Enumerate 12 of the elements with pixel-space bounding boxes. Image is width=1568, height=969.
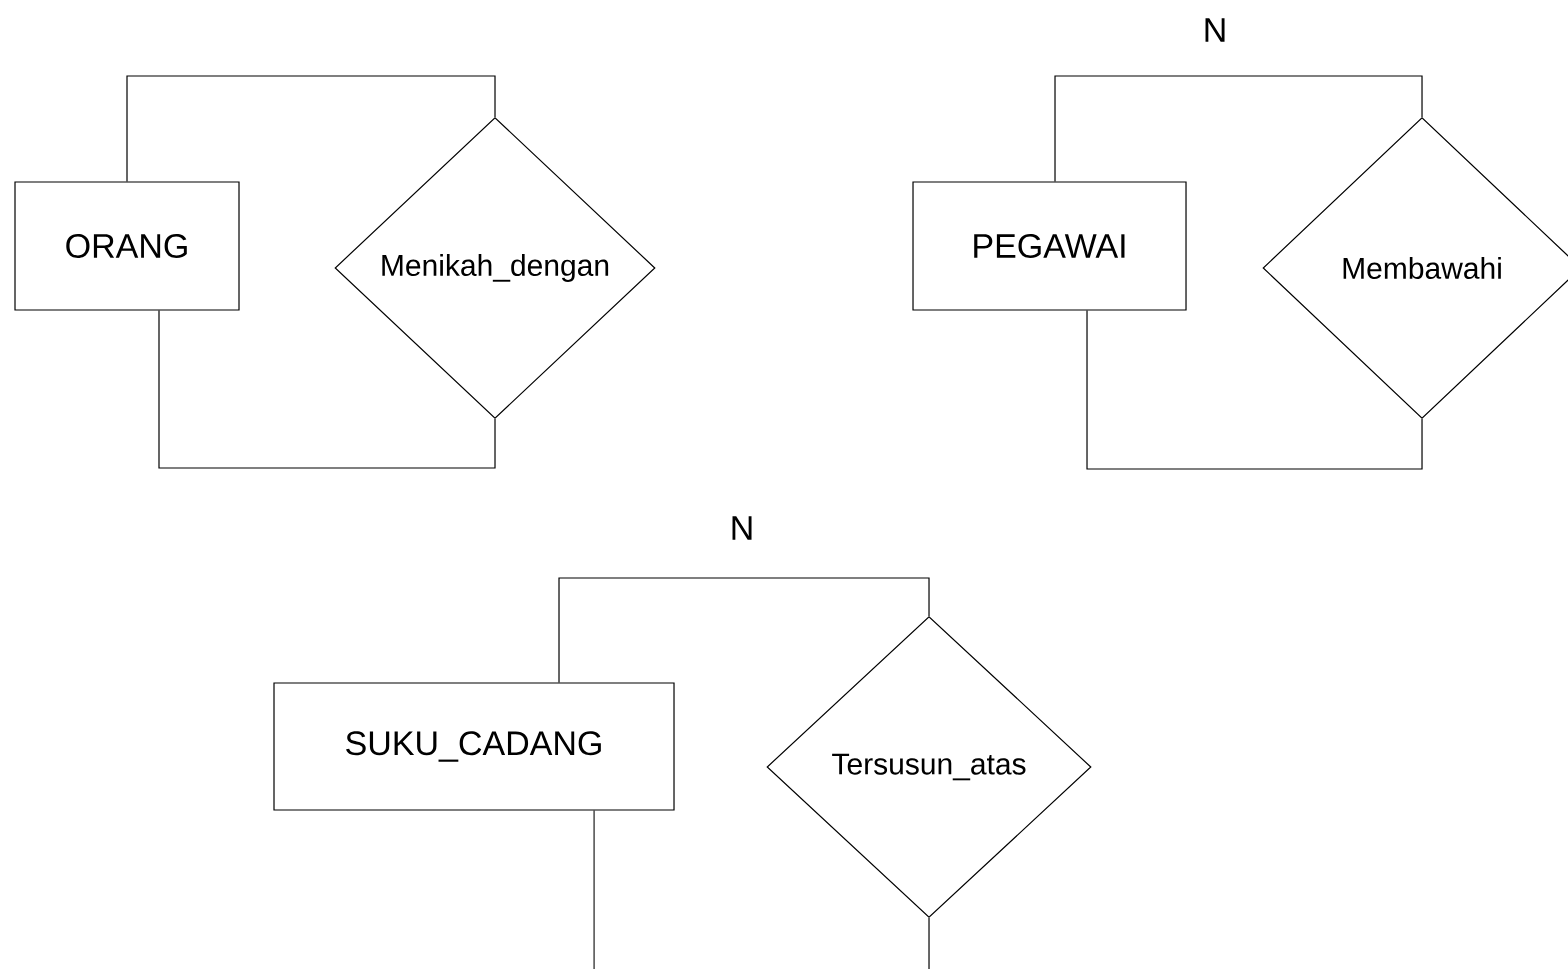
connector-line: [558, 577, 930, 683]
entity-box: SUKU_CADANG: [273, 682, 675, 811]
connector-line: [1054, 75, 1423, 182]
cardinality-label: N: [728, 515, 756, 541]
connector-line: [126, 75, 496, 182]
connector-line: [158, 310, 496, 469]
entity-box: PEGAWAI: [912, 181, 1187, 311]
connector-line: [928, 917, 930, 969]
connector-line: [593, 810, 595, 969]
entity-box: ORANG: [14, 181, 240, 311]
connector-line: [1086, 310, 1423, 470]
cardinality-label: N: [1201, 17, 1229, 43]
